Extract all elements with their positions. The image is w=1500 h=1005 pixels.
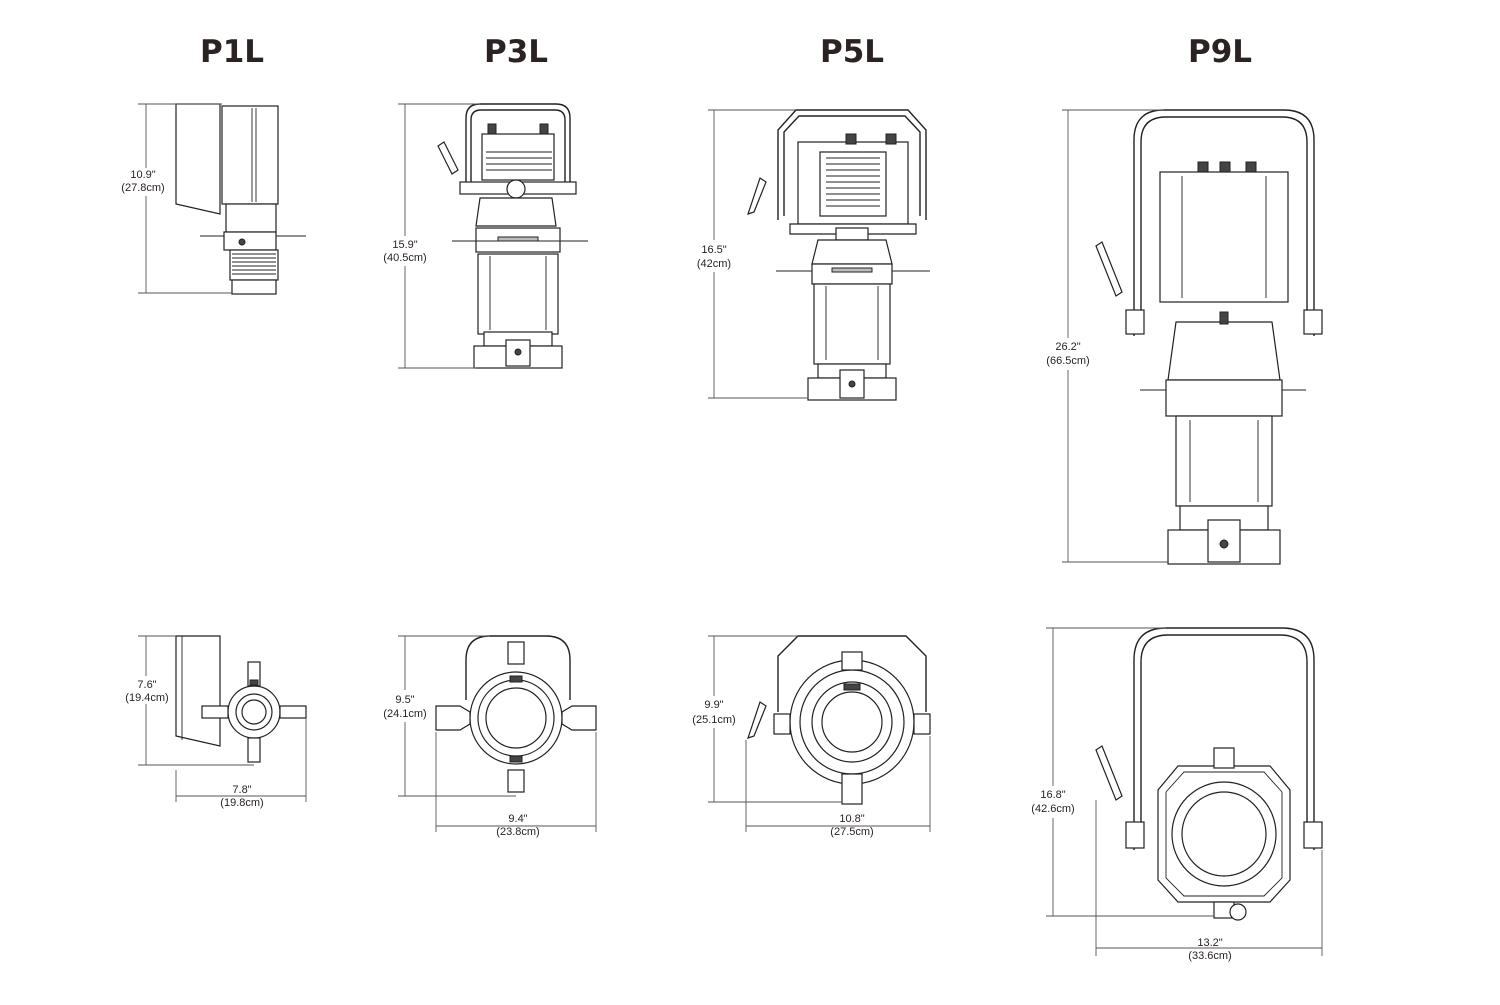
p3l-front-drawing	[437, 103, 588, 369]
p9l-side-height-in: 16.8"	[1040, 789, 1065, 801]
p1l-side-height-dimension: 7.6" (19.4cm)	[125, 635, 254, 766]
p9l-front-height-cm: (66.5cm)	[1046, 355, 1089, 367]
p1l-side-width-dimension: 7.8" (19.8cm)	[175, 718, 307, 809]
p5l-side-drawing	[747, 635, 931, 805]
p1l-side-height-cm: (19.4cm)	[125, 692, 168, 704]
p3l-side-height-cm: (24.1cm)	[383, 708, 426, 720]
model-title-p9l: P9L	[1188, 34, 1252, 70]
p1l-front-height-in: 10.9"	[130, 169, 155, 181]
p5l-front-height-in: 16.5"	[701, 244, 726, 256]
p5l-side-width-cm: (27.5cm)	[830, 826, 873, 838]
p1l-side-width-cm: (19.8cm)	[220, 797, 263, 809]
p5l-front-drawing	[747, 109, 930, 401]
p3l-front-height-in: 15.9"	[392, 239, 417, 251]
p9l-front-height-dimension: 26.2" (66.5cm)	[1046, 109, 1168, 563]
model-title-p1l: P1L	[200, 34, 264, 70]
model-title-p3l: P3L	[484, 34, 548, 70]
p9l-side-width-cm: (33.6cm)	[1188, 950, 1231, 962]
p3l-side-drawing	[435, 635, 597, 793]
p3l-side-height-dimension: 9.5" (24.1cm)	[383, 635, 516, 797]
p9l-side-height-cm: (42.6cm)	[1031, 803, 1074, 815]
p1l-front-drawing	[175, 103, 306, 295]
p9l-side-drawing	[1095, 627, 1323, 921]
p3l-front-height-cm: (40.5cm)	[383, 252, 426, 264]
p1l-front-height-cm: (27.8cm)	[121, 182, 164, 194]
p5l-side-width-dimension: 10.8" (27.5cm)	[745, 736, 931, 838]
p9l-side-width-dimension: 13.2" (33.6cm)	[1095, 800, 1323, 962]
p5l-front-height-cm: (42cm)	[697, 258, 731, 270]
p1l-side-width-in: 7.8"	[232, 784, 251, 796]
p1l-front-height-dimension: 10.9" (27.8cm)	[121, 103, 232, 294]
p9l-front-height-in: 26.2"	[1055, 341, 1080, 353]
p3l-side-width-dimension: 9.4" (23.8cm)	[435, 732, 597, 838]
p3l-side-width-in: 9.4"	[508, 813, 527, 825]
p5l-side-height-dimension: 9.9" (25.1cm)	[692, 635, 842, 803]
p1l-side-height-in: 7.6"	[137, 679, 156, 691]
p9l-front-drawing	[1095, 109, 1323, 565]
p1l-side-drawing	[175, 635, 307, 763]
p9l-side-width-in: 13.2"	[1197, 937, 1222, 949]
p3l-side-width-cm: (23.8cm)	[496, 826, 539, 838]
p5l-side-height-in: 9.9"	[704, 699, 723, 711]
p5l-side-height-cm: (25.1cm)	[692, 714, 735, 726]
p5l-side-width-in: 10.8"	[839, 813, 864, 825]
p3l-side-height-in: 9.5"	[395, 694, 414, 706]
p5l-front-height-dimension: 16.5" (42cm)	[697, 109, 808, 399]
p9l-side-height-dimension: 16.8" (42.6cm)	[1031, 627, 1214, 917]
model-title-p5l: P5L	[820, 34, 884, 70]
p3l-front-height-dimension: 15.9" (40.5cm)	[383, 103, 480, 369]
